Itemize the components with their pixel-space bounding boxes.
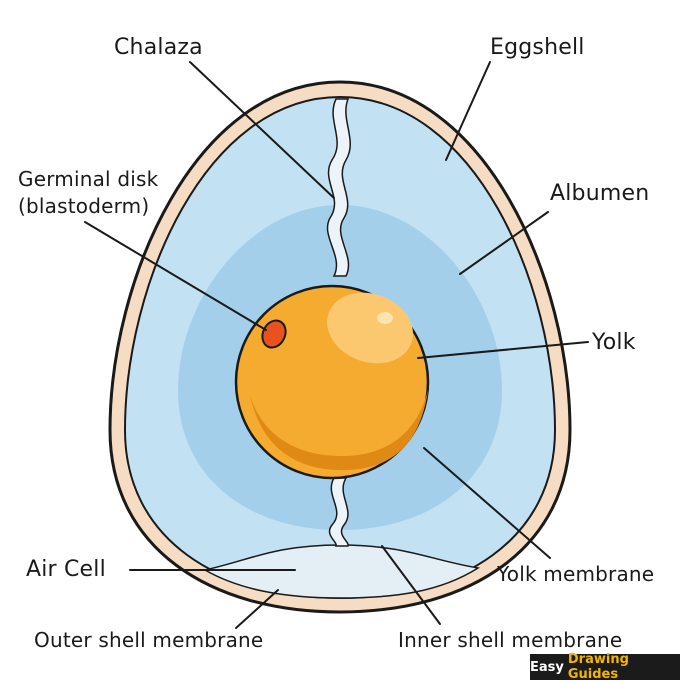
chalaza-upper: [326, 98, 351, 277]
label-yolk: Yolk: [591, 330, 636, 355]
yolk-highlight: [327, 292, 413, 364]
leader-germinal: [84, 221, 267, 331]
leader-albumen: [459, 211, 549, 275]
yolk-highlight-spot: [377, 312, 393, 324]
leader-outer-shell-membrane: [235, 589, 279, 629]
brand-watermark: Easy Drawing Guides: [530, 652, 680, 682]
leader-yolk-membrane: [423, 447, 551, 559]
label-yolk-membrane: Yolk membrane: [496, 562, 654, 586]
label-chalaza: Chalaza: [114, 35, 203, 60]
leader-inner-shell-membrane: [381, 545, 441, 625]
label-albumen: Albumen: [550, 181, 649, 206]
leader-yolk: [417, 341, 589, 359]
label-air-cell: Air Cell: [26, 557, 106, 582]
label-inner-shell-membrane: Inner shell membrane: [398, 628, 622, 652]
label-blastoderm: (blastoderm): [18, 194, 149, 218]
brand-part1: Easy: [530, 659, 564, 675]
label-germinal-disk: Germinal disk: [18, 167, 159, 191]
leader-eggshell: [445, 61, 491, 161]
brand-part2: Drawing Guides: [567, 652, 629, 682]
leader-chalaza: [189, 61, 335, 199]
yolk-shadow: [250, 390, 428, 471]
chalaza-lower: [328, 477, 349, 547]
label-eggshell: Eggshell: [490, 35, 585, 60]
label-outer-shell-membrane: Outer shell membrane: [34, 628, 263, 652]
